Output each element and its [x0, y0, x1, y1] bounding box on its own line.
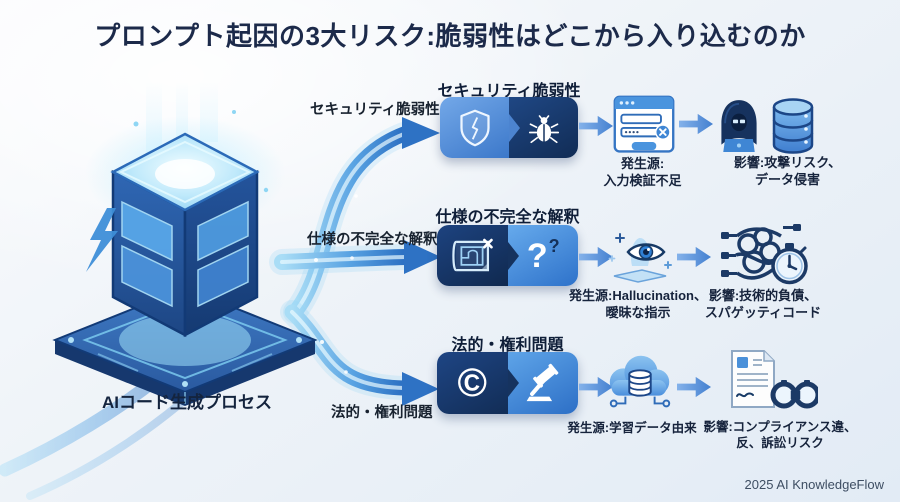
risk-heading-specification: 仕様の不完全な解釈: [435, 209, 580, 226]
caption-line: 影響:攻撃リスク、: [733, 155, 842, 170]
copyright-glyph: ©: [457, 361, 487, 405]
copyright-icon: ©: [437, 352, 518, 414]
legal-document-handcuffs-icon: [724, 349, 818, 413]
caption-line: 発生源:: [620, 156, 665, 171]
impact-caption-legal: 影響:コンプライアンス違、 反、訴訟リスク: [690, 419, 870, 452]
question-mark-small: ?: [548, 235, 560, 256]
footer-credit: 2025 AI KnowledgeFlow: [744, 477, 884, 492]
form-validation-icon: [611, 92, 677, 160]
risk-box-security: [440, 97, 578, 158]
source-caption-specification: 発生源:Hallucination、 曖昧な指示: [558, 288, 718, 322]
caption-line: 反、訴訟リスク: [736, 436, 824, 451]
caption-line: 影響:技術的負債、: [708, 288, 818, 303]
caption-line: 影響:コンプライアンス違、: [703, 420, 857, 434]
shield-crack-icon: [440, 97, 520, 158]
ai-process-cube-illustration: [52, 82, 318, 406]
cloud-data-icon: [602, 350, 678, 414]
risk-heading-security: セキュリティ脆弱性: [437, 83, 581, 100]
caption-line: データ侵害: [754, 171, 820, 187]
cube-label: AIコード生成プロセス: [102, 393, 272, 412]
impact-caption-specification: 影響:技術的負債、 スパゲッティコード: [698, 288, 828, 322]
caption-line: 曖昧な指示: [605, 304, 671, 320]
question-mark-big: ?: [526, 236, 548, 275]
risk-heading-legal: 法的・権利問題: [451, 337, 564, 354]
lightning-bolt-icon: [86, 208, 118, 272]
risk-box-legal: ©: [437, 352, 578, 414]
caption-line: 入力検証不足: [603, 172, 682, 188]
impact-icons-security: [714, 96, 816, 158]
impact-caption-security: 影響:攻撃リスク、 データ侵害: [695, 155, 880, 189]
source-caption-security: 発生源: 入力検証不足: [585, 156, 700, 190]
database-icon: [772, 98, 814, 154]
page-title: プロンプト起因の3大リスク:脆弱性はどこから入り込むのか: [94, 21, 806, 51]
hacker-icon: [721, 100, 757, 152]
hallucination-eye-icon: [602, 226, 678, 288]
caption-line: スパゲッティコード: [704, 304, 822, 320]
question-mark-icon: ??: [507, 225, 578, 286]
risk-box-specification: ??: [437, 225, 578, 286]
source-caption-legal: 発生源:学習データ由来: [552, 420, 712, 436]
caption-line: 発生源:Hallucination、: [569, 288, 707, 303]
flow-label-legal: 法的・権利問題: [331, 405, 433, 421]
flow-label-security: セキュリティ脆弱性: [310, 102, 440, 118]
bug-icon: [509, 97, 578, 158]
flow-label-specification: 仕様の不完全な解釈: [307, 232, 438, 248]
spaghetti-code-icon: [720, 222, 814, 288]
caption-line: 発生源:学習データ由来: [567, 421, 697, 435]
blueprint-icon: [437, 225, 518, 286]
gavel-icon: [507, 352, 578, 414]
